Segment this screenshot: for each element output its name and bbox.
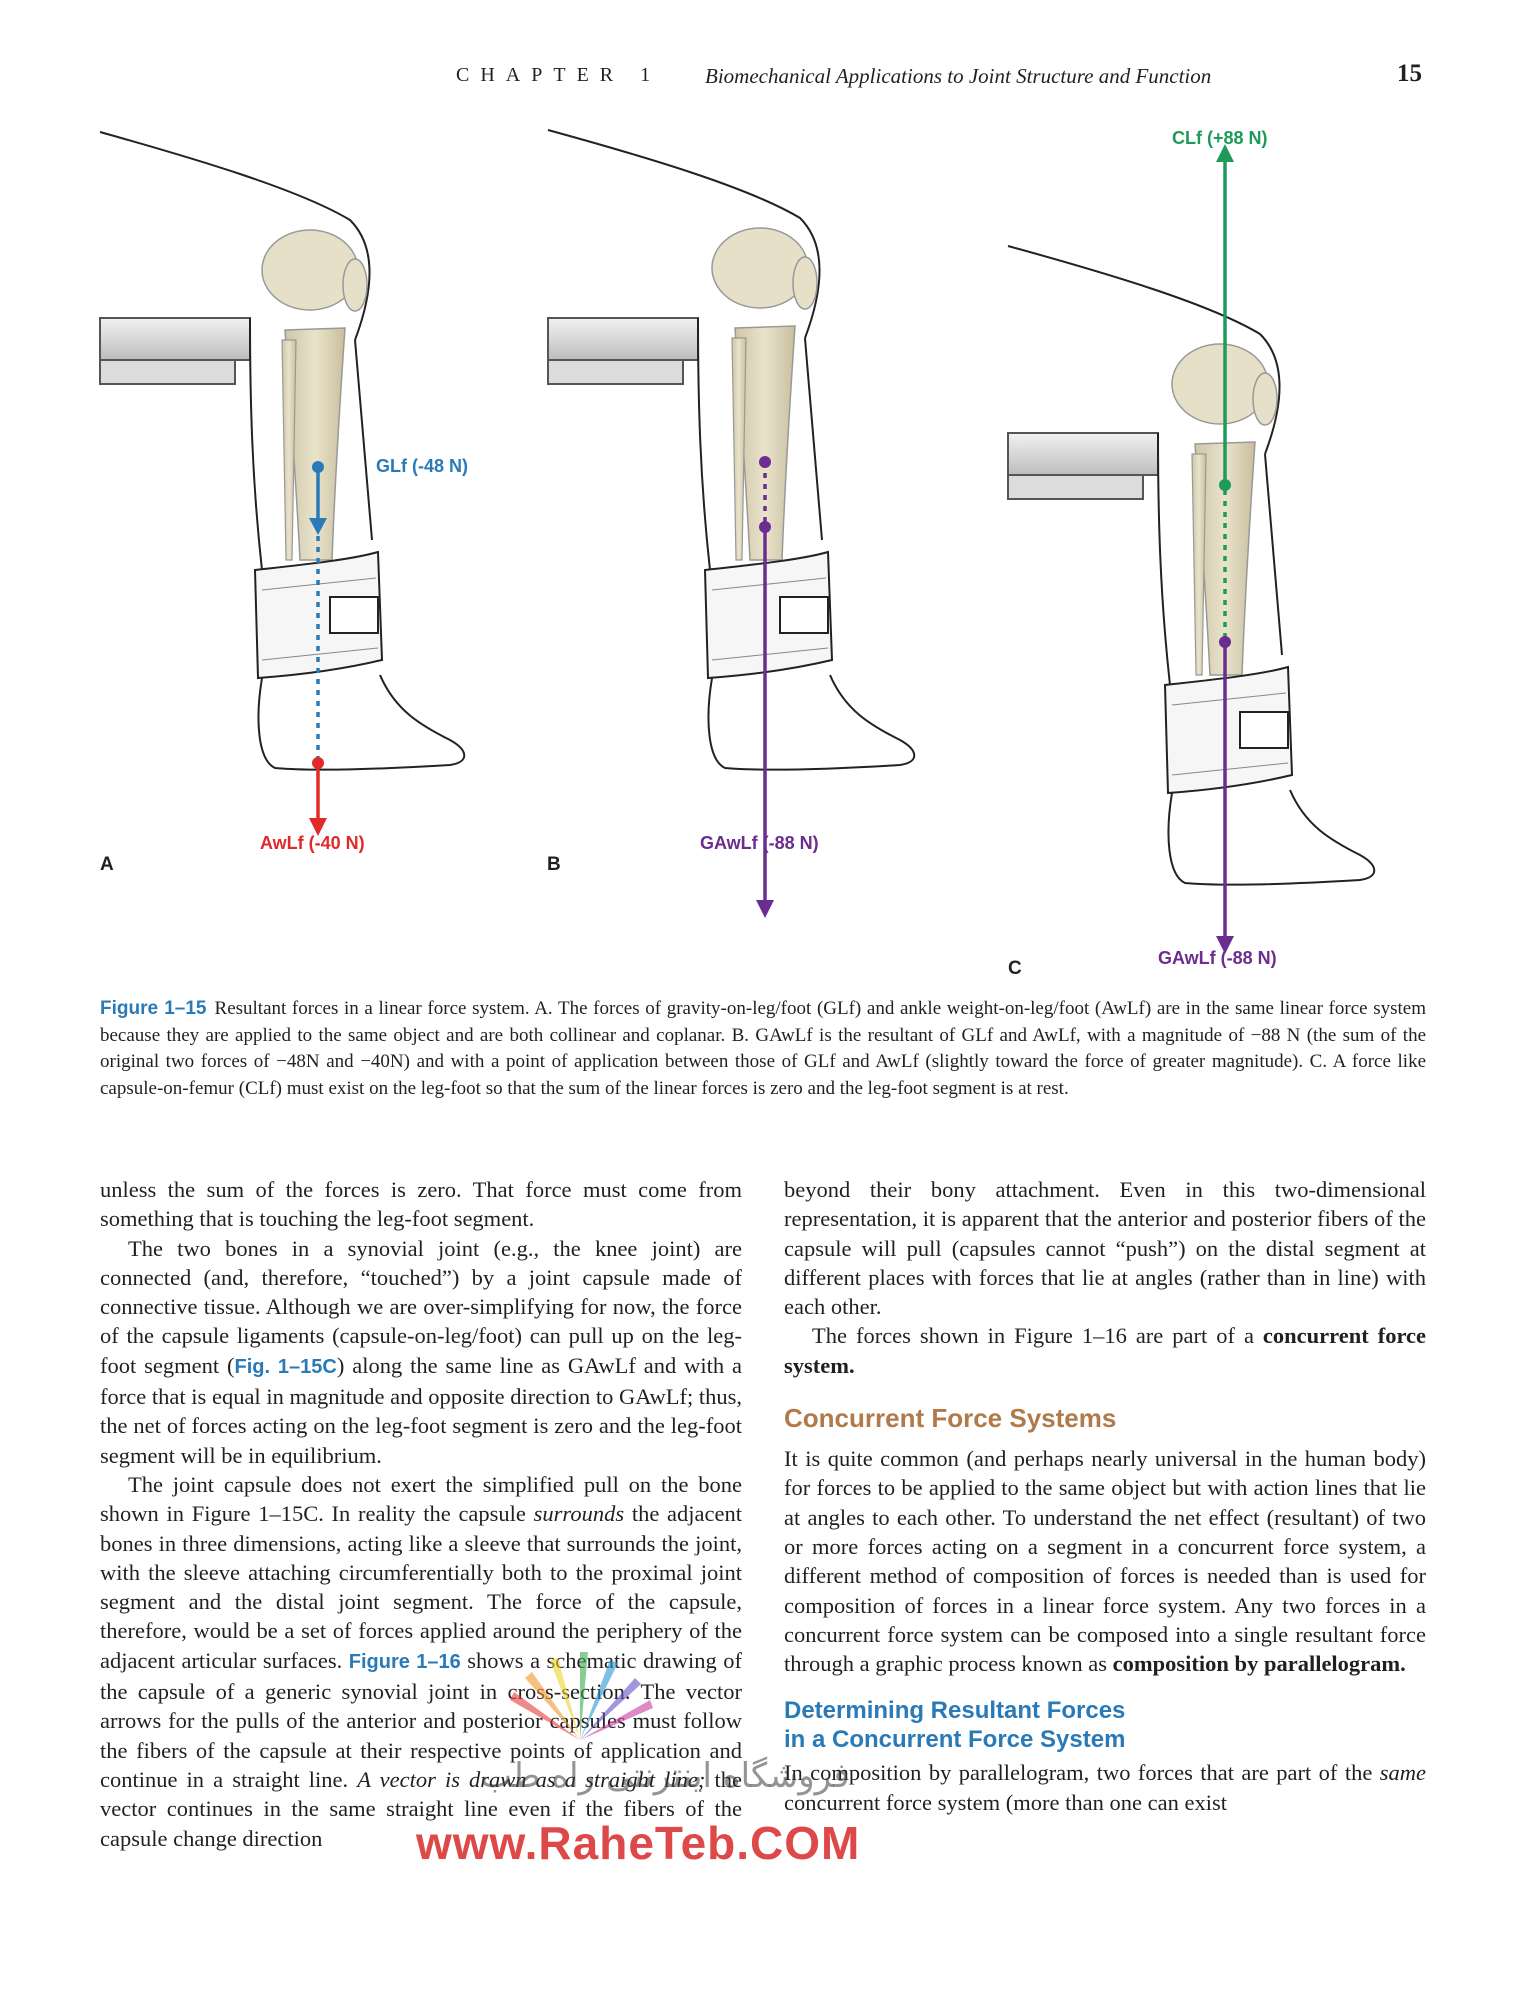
vector-label-gawlf-b: GAwLf (-88 N): [700, 833, 819, 853]
paragraph: beyond their bony attachment. Even in th…: [784, 1177, 1426, 1320]
panel-label-b: B: [547, 854, 561, 875]
panel-label-c: C: [1008, 958, 1022, 979]
paragraph: The forces shown in Figure 1–16 are part…: [784, 1323, 1427, 1378]
right-column: beyond their bony attachment. Even in th…: [784, 1175, 1426, 1817]
paragraph: It is quite common (and perhaps nearly u…: [784, 1446, 1426, 1677]
chapter-title: Biomechanical Applications to Joint Stru…: [705, 64, 1212, 88]
chapter-label: CHAPTER 1: [456, 64, 662, 86]
vector-label-clf: CLf (+88 N): [1172, 128, 1268, 148]
paragraph: unless the sum of the forces is zero. Th…: [100, 1177, 742, 1232]
caption-text: Resultant forces in a linear force syste…: [100, 998, 1426, 1099]
figure-illustration: [99, 129, 1376, 954]
vector-label-awlf: AwLf (-40 N): [260, 833, 365, 853]
vector-label-glf: GLf (-48 N): [376, 456, 468, 476]
panel-c-drawing: [1007, 144, 1376, 954]
vector-label-gawlf-c: GAwLf (-88 N): [1158, 948, 1277, 968]
figure-reference-link[interactable]: Figure 1–16: [348, 1650, 461, 1673]
section-heading: Concurrent Force Systems: [784, 1403, 1117, 1434]
panel-a-drawing: [99, 131, 466, 836]
panel-b-drawing: [547, 129, 916, 918]
table-edge: [99, 317, 251, 361]
page-number: 15: [1397, 60, 1422, 87]
figure-number: Figure 1–15: [100, 998, 207, 1019]
figure-reference-link[interactable]: Fig. 1–15C: [234, 1355, 337, 1378]
panel-label-a: A: [100, 854, 114, 875]
paragraph: In composition by parallelogram, two for…: [784, 1760, 1426, 1815]
left-column: unless the sum of the forces is zero. Th…: [100, 1175, 742, 1853]
paragraph: The joint capsule does not exert the sim…: [100, 1471, 742, 1851]
running-header: CHAPTER 1 Biomechanical Applications to …: [0, 60, 1531, 96]
paragraph: The two bones in a synovial joint (e.g.,…: [100, 1235, 742, 1468]
figure-1-15: A B C GLf (-48 N) AwLf (-40 N) GAwLf (-8…: [0, 100, 1531, 990]
